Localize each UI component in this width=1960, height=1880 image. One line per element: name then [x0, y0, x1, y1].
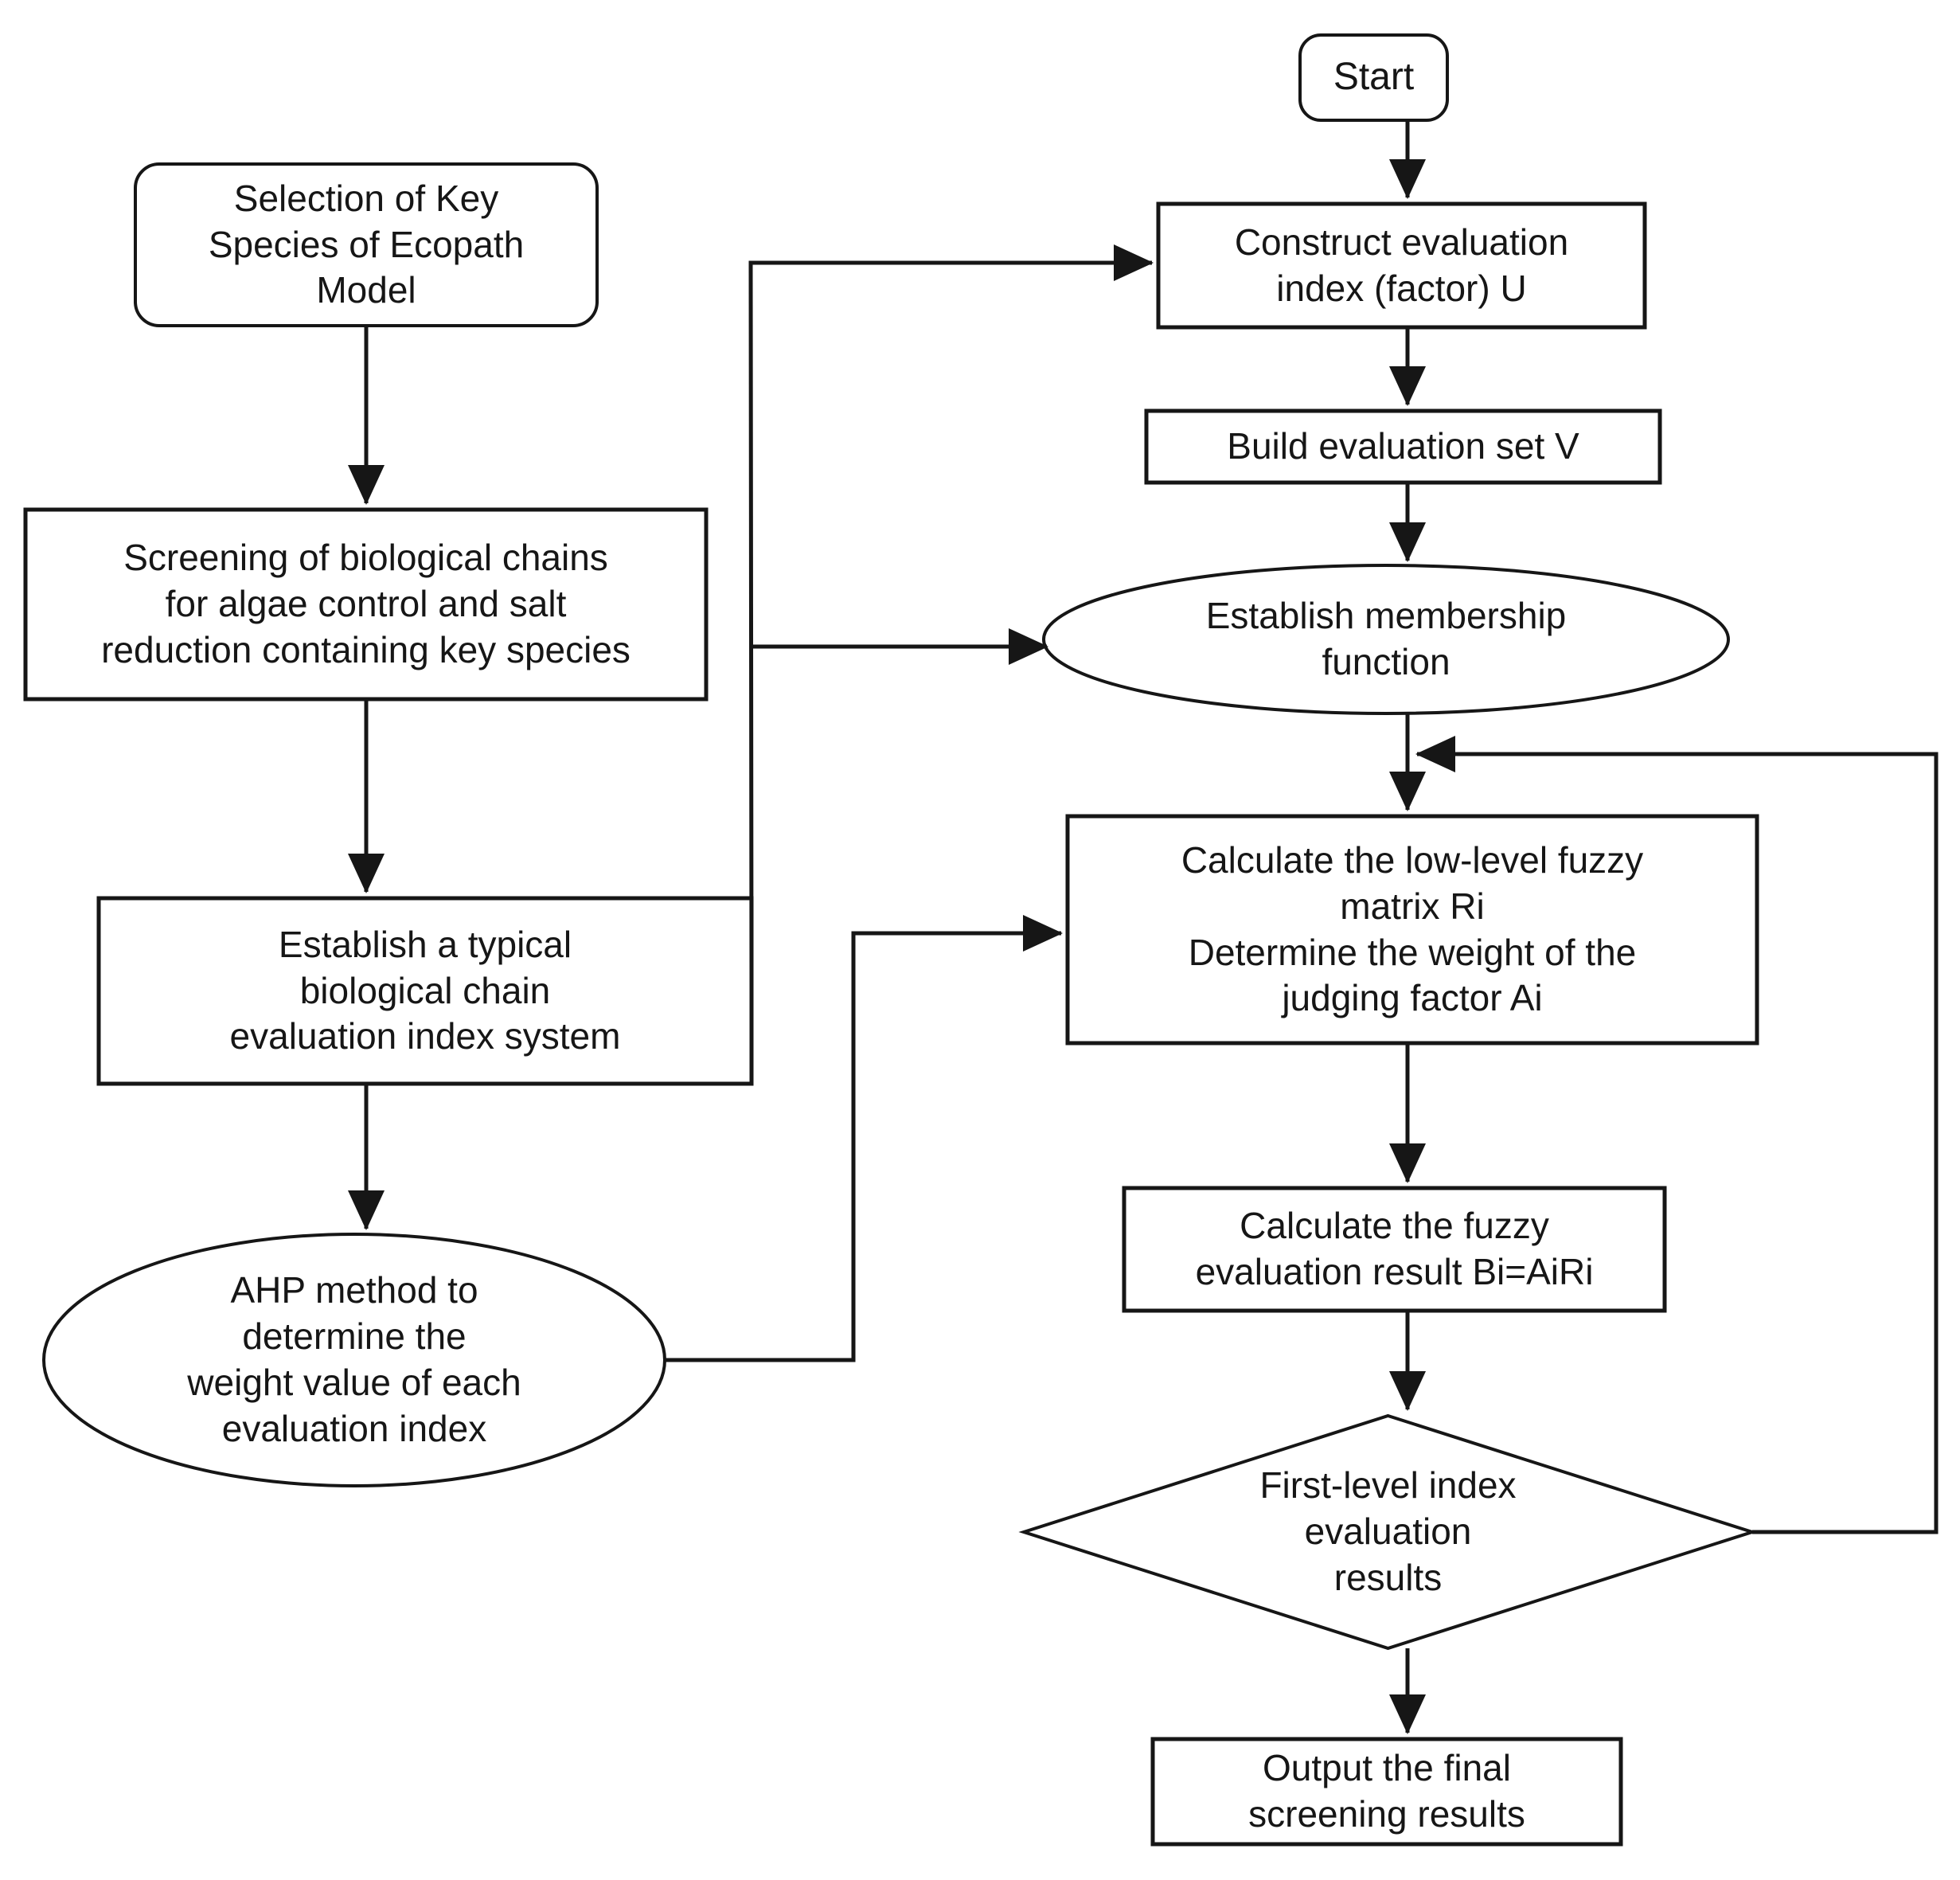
- node-typical-chain[interactable]: [99, 898, 752, 1084]
- shape-typical-chain: [96, 896, 754, 1086]
- shape-low-level-matrix: [1065, 814, 1759, 1046]
- node-screening-chains[interactable]: [25, 510, 706, 699]
- node-start[interactable]: [1300, 35, 1447, 120]
- node-low-level-matrix[interactable]: [1068, 816, 1757, 1043]
- shape-construct-index: [1156, 201, 1647, 330]
- node-first-level-decision[interactable]: [1024, 1416, 1752, 1648]
- shape-first-level-decision: [1018, 1413, 1758, 1651]
- edge-typical-to-construct: [748, 244, 1154, 991]
- node-construct-index[interactable]: [1158, 204, 1645, 327]
- node-output-results[interactable]: [1153, 1739, 1621, 1844]
- node-build-set[interactable]: [1146, 411, 1660, 483]
- edge-decision-feedback: [1415, 735, 1939, 1534]
- shape-output-results: [1150, 1737, 1623, 1847]
- node-key-species[interactable]: [135, 164, 597, 326]
- node-ahp-method[interactable]: [44, 1234, 665, 1486]
- shape-screening-chains: [23, 507, 709, 702]
- node-membership[interactable]: [1044, 565, 1728, 713]
- edge-ahp-to-matrix: [665, 915, 1063, 1362]
- shape-start: [1298, 33, 1449, 122]
- shape-build-set: [1144, 408, 1662, 485]
- node-fuzzy-result[interactable]: [1124, 1188, 1665, 1311]
- shape-fuzzy-result: [1122, 1186, 1667, 1313]
